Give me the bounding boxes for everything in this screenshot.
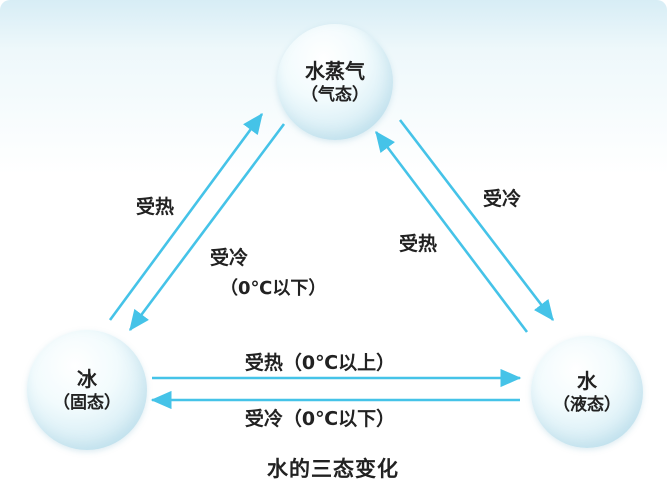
node-water-vapor-name: 水蒸气: [305, 58, 365, 83]
node-water-state: （液态）: [553, 394, 621, 415]
diagram-title: 水的三态变化: [267, 457, 399, 481]
label-vapor-to-ice-temp-note: （0℃以下）: [220, 278, 327, 299]
arrow-water-to-vapor: [374, 130, 529, 333]
label-water-to-ice-cooled: 受冷（0℃以下）: [244, 408, 396, 430]
node-water-name: 水: [577, 368, 597, 393]
node-ice-state: （固态）: [53, 392, 121, 413]
node-water-vapor: 水蒸气 （气态）: [277, 24, 393, 140]
label-ice-to-vapor-heated: 受热: [136, 196, 175, 218]
label-water-to-vapor-heated: 受热: [399, 233, 438, 255]
label-ice-to-water-heated: 受热（0℃以上）: [244, 352, 396, 374]
arrow-ice-to-vapor: [108, 112, 264, 321]
label-vapor-to-water-cooled: 受冷: [483, 188, 522, 210]
arrow-vapor-to-water: [398, 119, 555, 322]
node-water-vapor-state: （气态）: [301, 84, 369, 105]
node-ice-name: 冰: [77, 366, 97, 391]
label-vapor-to-ice-cooled: 受冷: [210, 247, 249, 269]
node-water: 水 （液态）: [531, 336, 643, 448]
arrow-vapor-to-ice: [128, 123, 286, 332]
node-ice: 冰 （固态）: [27, 330, 147, 450]
